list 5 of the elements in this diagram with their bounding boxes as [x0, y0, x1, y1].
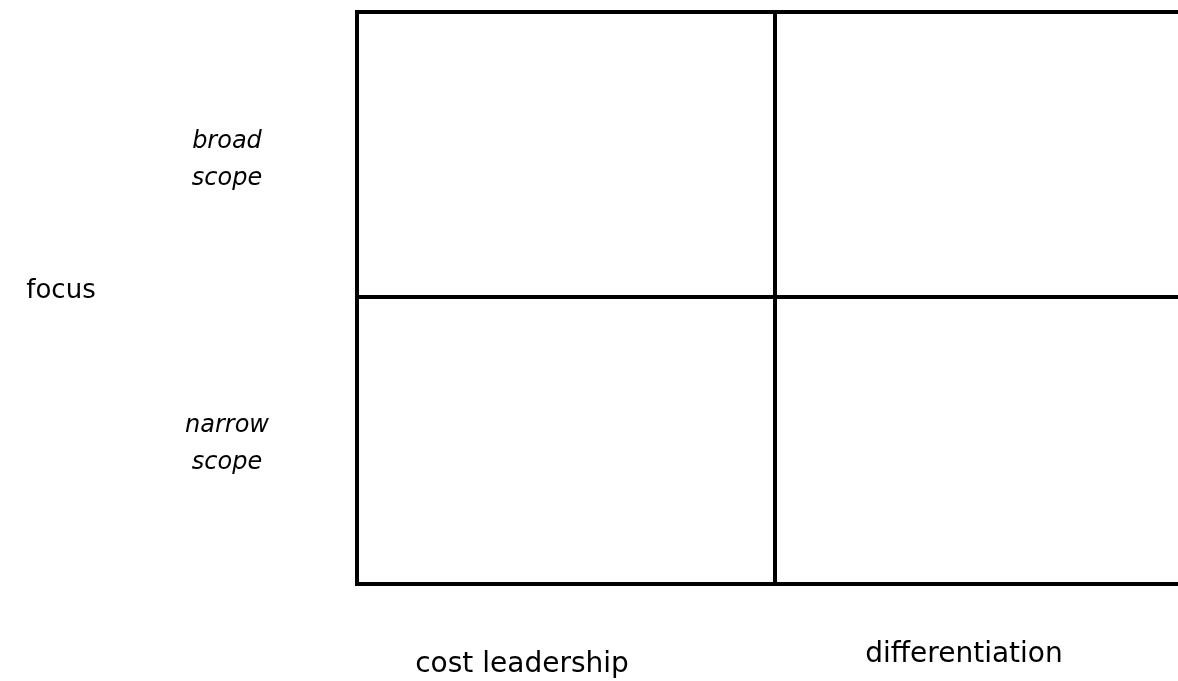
column-label: cost leadership — [414, 645, 630, 681]
row-label: broad scope — [190, 125, 264, 194]
column-label: differentiation — [864, 635, 1064, 671]
axis-label: focus — [25, 273, 97, 306]
row-label: narrow scope — [184, 409, 270, 478]
